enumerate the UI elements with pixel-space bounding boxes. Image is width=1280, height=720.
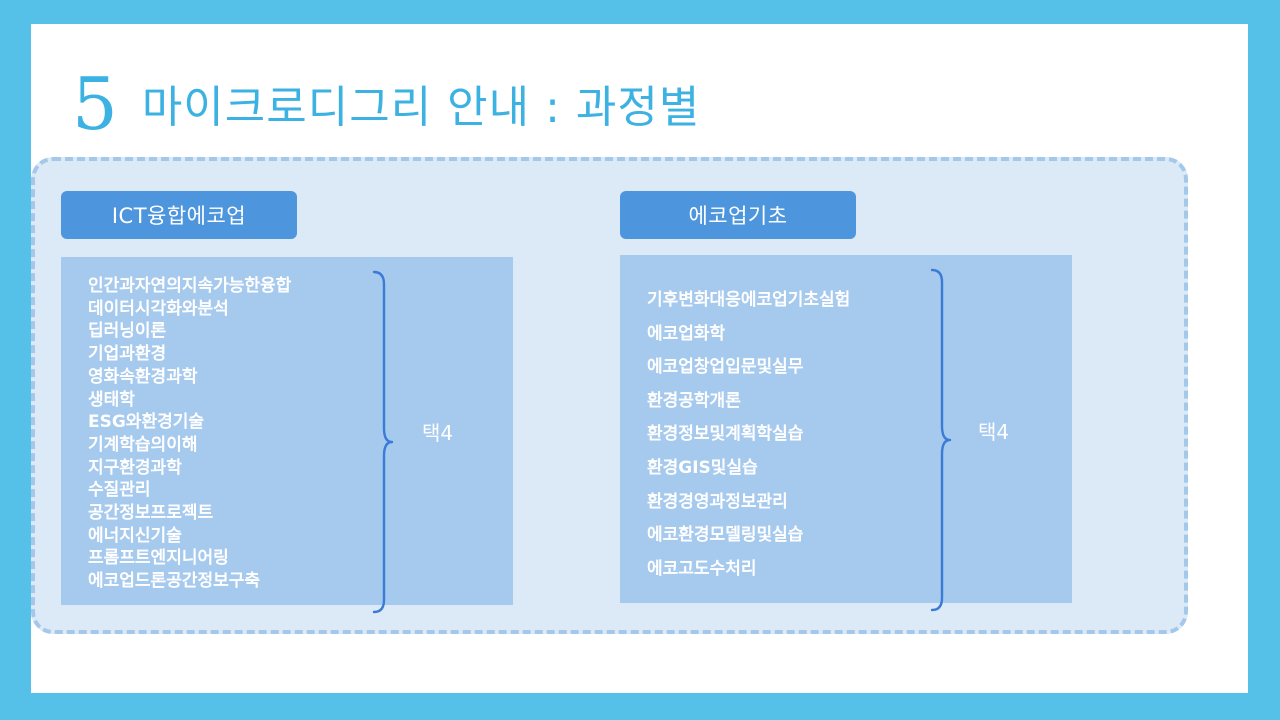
list-item: 수질관리: [88, 480, 151, 501]
list-item: 인간과자연의지속가능한융합: [88, 276, 292, 296]
list-item: 프롬프트엔지니어링: [88, 548, 229, 569]
right-brace-icon: [372, 270, 394, 614]
list-item: 에코업화학: [647, 323, 726, 344]
list-item: 공간정보프로젝트: [88, 503, 214, 524]
list-item: 에코환경모델링및실습: [647, 525, 804, 546]
course-list-box-ict: 인간과자연의지속가능한융합 데이터시각화와분석 딥러닝이론 기업과환경 영화속환…: [61, 257, 513, 605]
slide-number: 5: [72, 62, 118, 146]
list-item: 데이터시각화와분석: [88, 298, 229, 319]
course-list-box-basic: 기후변화대응에코업기초실험 에코업화학 에코업창업입문및실무 환경공학개론 환경…: [620, 255, 1072, 603]
list-item: 딥러닝이론: [88, 321, 167, 342]
list-item: 영화속환경과학: [88, 366, 198, 387]
course-list-ict: 인간과자연의지속가능한융합 데이터시각화와분석 딥러닝이론 기업과환경 영화속환…: [88, 275, 291, 593]
slide-title-text: 마이크로디그리 안내 : 과정별: [141, 82, 701, 133]
list-item: ESG와환경기술: [88, 412, 205, 433]
list-item: 생태학: [88, 389, 135, 410]
list-item: 에너지신기술: [88, 525, 182, 546]
choice-label-basic: 택4: [978, 420, 1010, 444]
course-header-basic: 에코업기초: [620, 191, 856, 239]
slide-title: 5 마이크로디그리 안내 : 과정별: [72, 50, 700, 140]
list-item: 에코업드론공간정보구축: [88, 571, 261, 592]
course-list-basic: 기후변화대응에코업기초실험 에코업화학 에코업창업입문및실무 환경공학개론 환경…: [647, 284, 850, 586]
list-item: 에코업창업입문및실무: [647, 357, 804, 378]
course-header-ict: ICT융합에코업: [61, 191, 297, 239]
right-brace-icon: [930, 268, 952, 612]
list-item: 환경공학개론: [647, 390, 741, 411]
list-item: 지구환경과학: [88, 457, 182, 478]
list-item: 기계학습의이해: [88, 434, 198, 455]
list-item: 환경정보및계획학실습: [647, 424, 804, 445]
list-item: 환경GIS및실습: [647, 457, 758, 478]
list-item: 에코고도수처리: [647, 558, 757, 579]
list-item: 환경경영과정보관리: [647, 491, 788, 512]
list-item: 기후변화대응에코업기초실험: [647, 290, 851, 310]
choice-label-ict: 택4: [422, 421, 454, 445]
list-item: 기업과환경: [88, 344, 167, 365]
